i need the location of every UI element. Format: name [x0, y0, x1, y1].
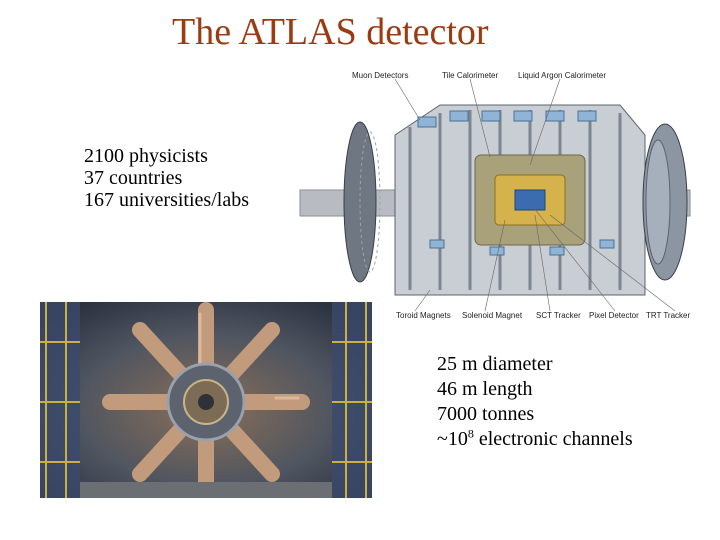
- spec-diameter: 25 m diameter: [437, 353, 553, 375]
- label-liquid-argon-calorimeter: Liquid Argon Calorimeter: [518, 71, 607, 80]
- spec-channels-suffix: electronic channels: [473, 428, 633, 450]
- atlas-cavern-photo: [40, 302, 372, 502]
- label-tile-calorimeter: Tile Calorimeter: [442, 71, 499, 80]
- label-muon-detectors: Muon Detectors: [352, 71, 409, 80]
- slide-title: The ATLAS detector: [172, 11, 489, 53]
- spec-weight: 7000 tonnes: [437, 403, 535, 425]
- detector-drawing: [299, 78, 691, 312]
- label-solenoid-magnet: Solenoid Magnet: [462, 311, 523, 320]
- scaffolding: [40, 302, 372, 498]
- spec-channels: ~108 electronic channels: [437, 427, 633, 452]
- atlas-cutaway-diagram: Muon Detectors Tile Calorimeter Liquid A…: [290, 65, 700, 325]
- stat-physicists: 2100 physicists: [84, 145, 208, 167]
- cavern-photo-drawing: [40, 302, 372, 502]
- spec-length: 46 m length: [437, 378, 533, 400]
- muon-chambers: [417, 110, 615, 256]
- collaboration-stats: 2100 physicists 37 countries 167 univers…: [84, 145, 249, 211]
- endcap-wheel-left: [343, 121, 377, 283]
- detector-specs: 25 m diameter 46 m length 7000 tonnes ~1…: [437, 352, 633, 452]
- stat-institutes: 167 universities/labs: [84, 189, 249, 211]
- label-leader-lines: [394, 78, 676, 312]
- label-trt-tracker: TRT Tracker: [646, 311, 691, 320]
- spec-channels-prefix: ~10: [437, 428, 468, 450]
- label-sct-tracker: SCT Tracker: [536, 311, 581, 320]
- spec-channels-exponent: 8: [467, 426, 474, 441]
- stat-countries: 37 countries: [84, 167, 183, 189]
- label-toroid-magnets: Toroid Magnets: [396, 311, 451, 320]
- pixel-detector: [514, 189, 546, 211]
- label-pixel-detector: Pixel Detector: [589, 311, 639, 320]
